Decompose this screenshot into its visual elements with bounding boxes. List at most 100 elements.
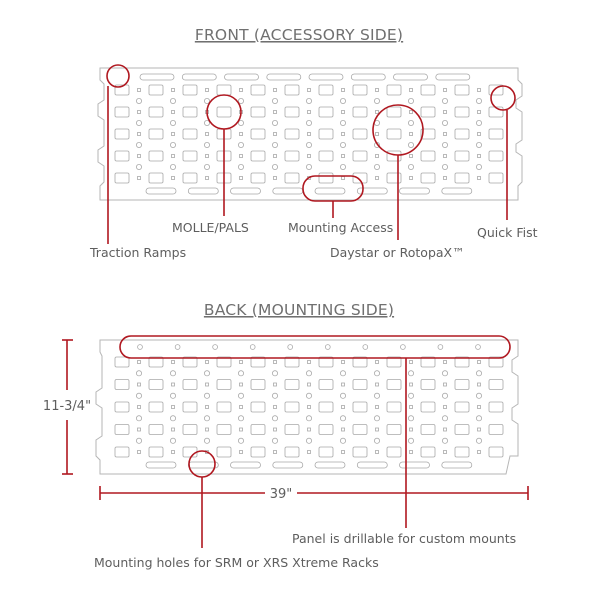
- molle-slot: [318, 84, 334, 96]
- bolt-hole: [339, 370, 346, 377]
- bolt-hole: [339, 141, 346, 148]
- molle-slot: [284, 379, 300, 390]
- mounting-hole: [400, 344, 406, 350]
- molle-slot: [182, 446, 198, 458]
- square-hole: [375, 110, 379, 114]
- molle-slot: [386, 401, 402, 413]
- square-hole: [409, 132, 413, 136]
- molle-slot: [352, 128, 368, 140]
- square-hole: [375, 176, 379, 180]
- mounting-hole: [324, 344, 331, 350]
- square-hole: [239, 382, 243, 387]
- molle-slot: [488, 172, 504, 184]
- molle-slot: [420, 356, 436, 368]
- square-hole: [477, 110, 481, 114]
- molle-slot: [114, 172, 130, 184]
- molle-slot: [114, 106, 130, 118]
- bolt-hole: [441, 392, 448, 399]
- access-slot: [393, 73, 428, 81]
- bolt-hole: [373, 415, 380, 422]
- molle-slot: [284, 106, 300, 118]
- square-hole: [341, 382, 345, 387]
- bolt-hole: [305, 415, 312, 422]
- square-hole: [273, 176, 277, 180]
- square-hole: [273, 154, 277, 158]
- square-hole: [477, 88, 481, 92]
- bolt-hole: [339, 392, 346, 399]
- square-hole: [477, 132, 481, 136]
- bolt-hole: [475, 437, 482, 444]
- molle-slot: [420, 379, 436, 390]
- square-hole: [205, 405, 209, 409]
- access-slot: [314, 187, 346, 195]
- mounting-hole: [475, 344, 481, 350]
- square-hole: [375, 405, 379, 409]
- square-hole: [443, 132, 447, 136]
- access-slot: [356, 461, 388, 469]
- bolt-hole: [271, 370, 278, 377]
- bolt-hole: [475, 392, 482, 399]
- square-hole: [137, 427, 141, 432]
- bolt-hole: [237, 370, 244, 377]
- bolt-hole: [441, 437, 448, 444]
- bolt-hole: [169, 163, 176, 170]
- bolt-hole: [203, 415, 210, 422]
- molle-slot: [114, 150, 130, 162]
- mounting-hole: [249, 344, 256, 350]
- bolt-hole: [475, 141, 482, 148]
- mounting-hole: [437, 344, 444, 350]
- height-label: 11-3/4": [43, 399, 91, 414]
- square-hole: [409, 405, 413, 409]
- square-hole: [341, 132, 345, 136]
- square-hole: [273, 132, 277, 136]
- molle-slot: [182, 106, 198, 118]
- molle-slot: [318, 172, 334, 184]
- bolt-hole: [339, 437, 346, 444]
- square-hole: [137, 132, 141, 136]
- access-slot: [230, 187, 261, 195]
- square-hole: [273, 382, 277, 387]
- bolt-hole: [441, 141, 448, 148]
- daystar-rotopax-label: Daystar or RotopaX™: [330, 245, 465, 260]
- mounting-hole: [174, 344, 181, 350]
- square-hole: [409, 110, 413, 114]
- square-hole: [273, 110, 277, 114]
- molle-slot: [216, 106, 232, 118]
- access-slot: [181, 73, 217, 81]
- molle-slot: [318, 150, 334, 162]
- bolt-hole: [169, 415, 176, 422]
- access-slot: [272, 187, 304, 195]
- square-hole: [171, 382, 175, 387]
- molle-slot: [420, 446, 436, 458]
- bolt-hole: [475, 120, 482, 127]
- bolt-hole: [203, 163, 210, 170]
- molle-slot: [352, 84, 368, 96]
- back-panel: [95, 339, 519, 475]
- molle-slot: [488, 356, 504, 368]
- square-hole: [477, 382, 481, 387]
- molle-slot: [114, 446, 130, 458]
- molle-slot: [420, 172, 436, 184]
- molle-slot: [250, 446, 266, 458]
- bolt-hole: [203, 141, 210, 148]
- access-slot: [187, 187, 219, 195]
- square-hole: [273, 88, 277, 92]
- molle-slot: [284, 356, 300, 368]
- square-hole: [307, 427, 311, 432]
- bolt-hole: [271, 163, 278, 170]
- width-dimension: [99, 486, 529, 500]
- mounting-hole: [137, 344, 143, 350]
- access-slot: [145, 187, 177, 195]
- molle-slot: [454, 150, 470, 162]
- molle-slot: [352, 446, 368, 458]
- molle-slot: [352, 424, 368, 435]
- bolt-hole: [203, 437, 210, 444]
- molle-slot: [284, 401, 300, 413]
- bolt-hole: [305, 98, 312, 105]
- molle-slot: [284, 424, 300, 435]
- access-slot: [435, 73, 471, 81]
- square-hole: [171, 110, 175, 114]
- square-hole: [477, 427, 481, 432]
- molle-slot: [250, 424, 266, 435]
- square-hole: [443, 88, 447, 92]
